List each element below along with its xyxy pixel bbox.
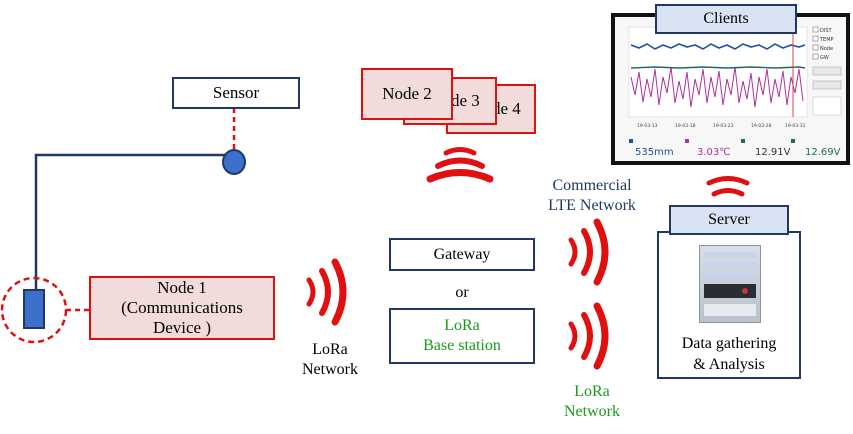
wave-icon-server bbox=[706, 176, 750, 197]
temp-series-line bbox=[630, 66, 804, 108]
sensor-cable bbox=[34, 153, 236, 290]
legend-dist: DIST bbox=[820, 28, 832, 34]
gateway-label: Gateway bbox=[433, 245, 491, 263]
node1-line1: Node 1 bbox=[157, 278, 207, 297]
wave-icon-lora-left bbox=[306, 258, 347, 326]
readout-gw: 12.69V bbox=[805, 147, 841, 158]
node3-label: de 3 bbox=[451, 91, 480, 110]
clients-label: Clients bbox=[703, 10, 749, 27]
device-icon bbox=[23, 289, 45, 329]
lora-network-right-label: LoRa Network bbox=[564, 383, 620, 420]
x-tick-0: 19-03-13 bbox=[637, 123, 658, 129]
x-tick-1: 19-03-18 bbox=[675, 123, 696, 129]
sensor-box: Sensor bbox=[172, 77, 300, 109]
wave-icon-lora-right bbox=[568, 302, 609, 370]
x-tick-2: 19-03-23 bbox=[713, 123, 734, 129]
readout-temp: 3.03℃ bbox=[697, 147, 731, 158]
server-panel: Data gathering & Analysis bbox=[657, 231, 801, 379]
lte-network-label: Commercial LTE Network bbox=[548, 177, 636, 214]
base-station-line2: Base station bbox=[423, 337, 501, 354]
sensor-probe-icon bbox=[222, 149, 246, 175]
wave-icon-node-cluster bbox=[426, 147, 494, 183]
gateway-box: Gateway bbox=[389, 238, 535, 271]
clients-monitor: 19-03-13 19-03-18 19-03-23 19-03-28 19-0… bbox=[611, 13, 850, 165]
sensor-label: Sensor bbox=[212, 83, 260, 102]
base-station-box: LoRa Base station bbox=[389, 308, 535, 364]
node1-line2: (Communications bbox=[121, 298, 243, 317]
node4-label: de 4 bbox=[492, 99, 521, 118]
x-tick-3: 19-03-28 bbox=[751, 123, 772, 129]
or-label: or bbox=[455, 284, 469, 301]
server-caption: Data gathering & Analysis bbox=[681, 335, 777, 373]
dist-series-line bbox=[630, 43, 806, 50]
readout-node: 12.91V bbox=[755, 147, 791, 158]
node1-box: Node 1 (Communications Device ) bbox=[89, 276, 275, 340]
node1-line3: Device ) bbox=[152, 318, 212, 337]
legend-temp: TEMP bbox=[819, 37, 834, 43]
node-series-line bbox=[630, 66, 806, 69]
node2-label: Node 2 bbox=[382, 84, 432, 103]
server-label: Server bbox=[708, 211, 750, 228]
readout-dist: 535mm bbox=[635, 147, 674, 158]
legend-gw: GW bbox=[820, 55, 829, 61]
wave-icon-lte bbox=[568, 218, 609, 286]
legend-node: Node bbox=[820, 46, 833, 52]
server-box: Server bbox=[669, 205, 789, 235]
clients-chart-svg: 19-03-13 19-03-18 19-03-23 19-03-28 19-0… bbox=[628, 26, 842, 143]
server-rack-icon bbox=[699, 245, 761, 323]
clients-box: Clients bbox=[655, 4, 797, 34]
lora-network-left-label: LoRa Network bbox=[302, 341, 358, 378]
base-station-line1: LoRa bbox=[444, 317, 480, 334]
x-tick-4: 19-03-31 bbox=[785, 123, 806, 129]
node2-box: Node 2 bbox=[361, 68, 453, 120]
